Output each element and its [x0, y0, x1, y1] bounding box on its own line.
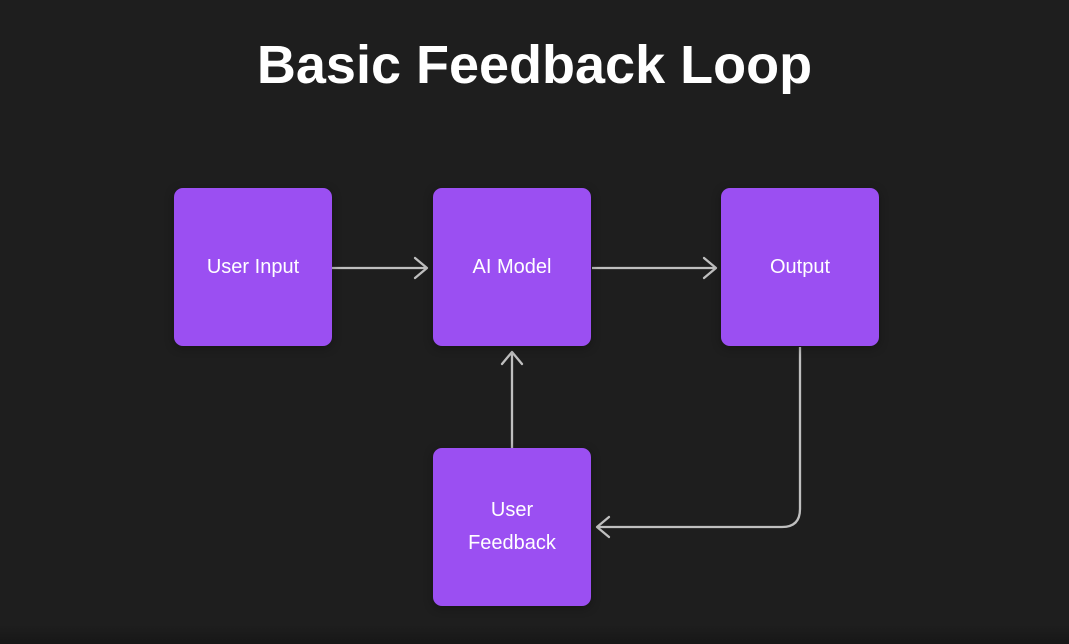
- node-user-feedback: User Feedback: [433, 448, 591, 606]
- node-output: Output: [721, 188, 879, 346]
- node-user-input-label: User Input: [206, 255, 300, 278]
- node-ai-model-label: AI Model: [472, 255, 552, 278]
- node-output-label: Output: [769, 255, 831, 278]
- node-user-feedback-label: User Feedback: [468, 499, 556, 554]
- node-user-input: User Input: [174, 188, 332, 346]
- edge-arrow-output-to-user-feedback: [595, 347, 802, 539]
- node-ai-model: AI Model: [433, 188, 591, 346]
- diagram-title: Basic Feedback Loop: [256, 35, 813, 95]
